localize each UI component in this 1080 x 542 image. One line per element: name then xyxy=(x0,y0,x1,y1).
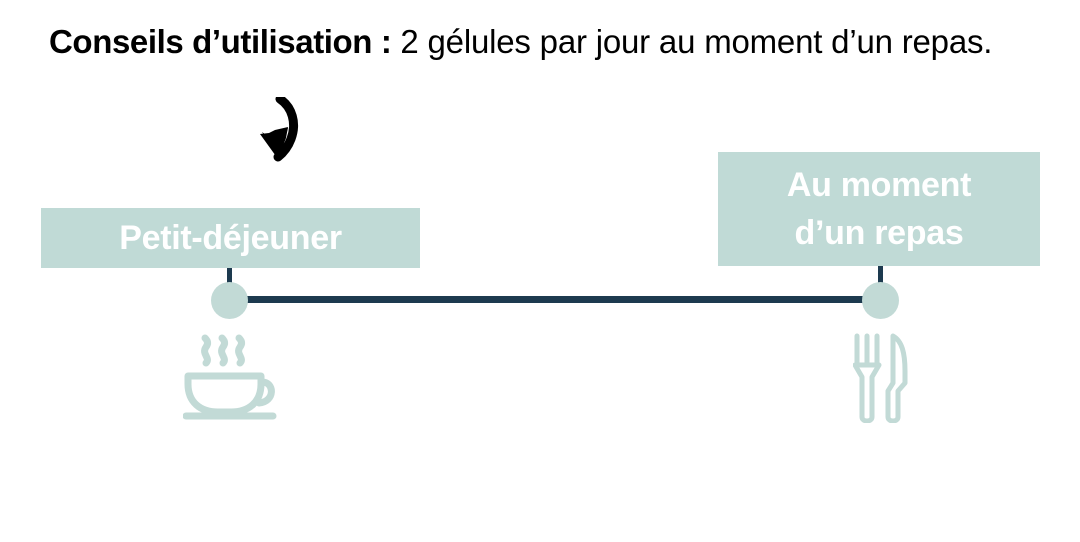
timeline-dot-meal xyxy=(862,282,899,319)
fork-knife-icon xyxy=(852,333,911,424)
curved-down-arrow-icon xyxy=(247,94,327,169)
label-meal-line-2: d’un repas xyxy=(794,214,964,252)
label-breakfast-line-1: Petit-déjeuner xyxy=(119,219,342,257)
label-breakfast: Petit-déjeuner xyxy=(41,208,420,268)
label-meal: Au moment d’un repas xyxy=(718,152,1040,266)
label-meal-line-1: Au moment xyxy=(786,166,972,204)
timeline-stem-meal xyxy=(878,264,883,288)
page-title: Conseils d’utilisation : 2 gélules par j… xyxy=(49,22,1044,61)
timeline-dot-breakfast xyxy=(211,282,248,319)
timeline-stem-breakfast xyxy=(227,266,232,288)
coffee-cup-icon xyxy=(182,332,279,424)
page-title-lead: Conseils d’utilisation : xyxy=(49,23,392,60)
page-title-rest: 2 gélules par jour au moment d’un repas. xyxy=(391,23,993,60)
timeline-track xyxy=(246,296,864,303)
